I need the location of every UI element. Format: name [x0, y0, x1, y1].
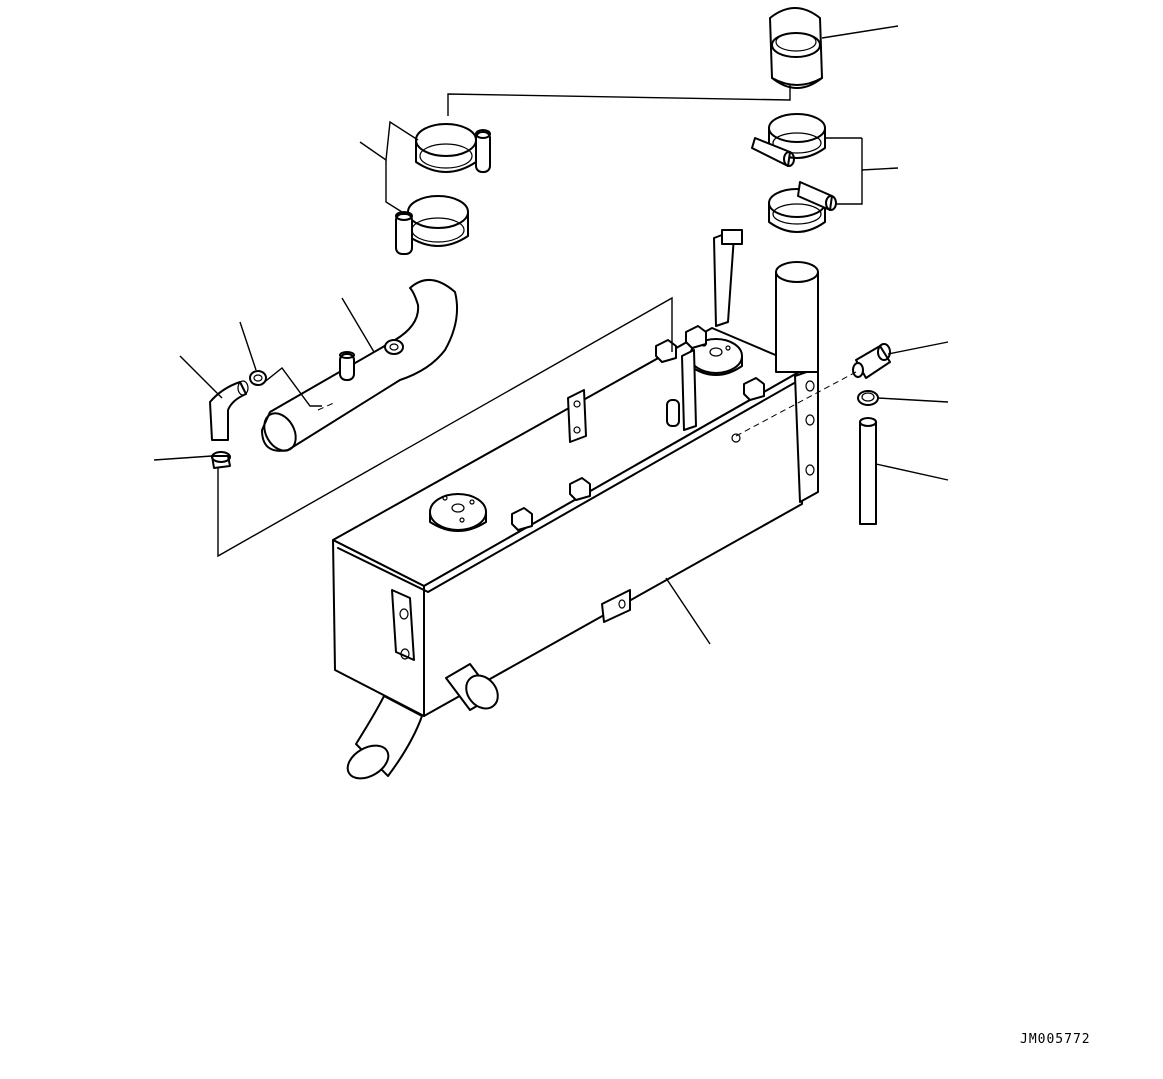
- inlet-hose: [261, 279, 458, 452]
- drawing-code-label: JM005772: [1020, 1032, 1091, 1047]
- lower-outlet-pipe: [346, 695, 423, 780]
- mounting-bracket: [666, 229, 743, 431]
- small-clamp-dash: [317, 401, 337, 411]
- small-clamp-route-line: [261, 366, 322, 407]
- hose-clamp-upper-right: [751, 113, 826, 167]
- small-clamp-lower: [211, 451, 231, 469]
- drain-hose: [209, 380, 249, 441]
- hose-clamp-lower-left: [395, 195, 469, 255]
- side-nozzle: [445, 663, 499, 711]
- outlet-pipe: [775, 261, 819, 373]
- hose-clamp-upper-left: [415, 123, 491, 173]
- small-clamp-upper: [249, 370, 267, 386]
- drain-hose-route-line: [217, 296, 673, 558]
- upper-hose-route-line: [447, 84, 791, 116]
- hose-clamp-lower-right: [768, 181, 837, 233]
- top-clips: [511, 325, 765, 531]
- sensor-mount-line: [735, 371, 857, 437]
- washer: [857, 390, 879, 406]
- top-flange-left: [429, 493, 487, 532]
- rod: [859, 417, 877, 525]
- upper-hose: [769, 7, 823, 89]
- level-sensor: [852, 343, 891, 379]
- callout-leaders: [153, 25, 949, 645]
